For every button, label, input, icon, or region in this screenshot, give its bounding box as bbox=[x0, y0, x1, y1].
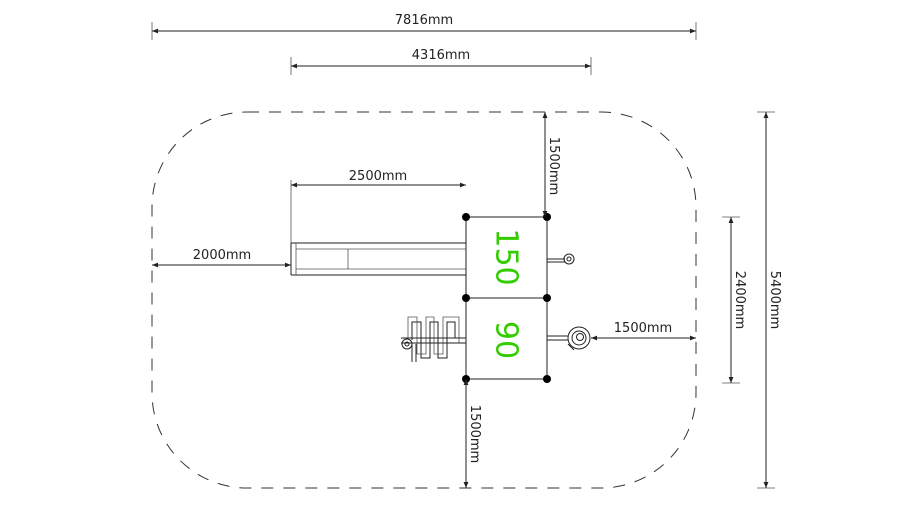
slide bbox=[290, 242, 466, 276]
structure-depth-label: 2400mm bbox=[732, 271, 747, 329]
dimension-inner-width: 4316mm bbox=[290, 48, 592, 75]
dimension-slide-length: 2500mm bbox=[290, 169, 466, 243]
left-clearance-label: 2000mm bbox=[193, 248, 251, 263]
safety-zone-outline bbox=[151, 111, 697, 489]
bottom-clearance-label: 1500mm bbox=[467, 405, 482, 463]
post-middle-right bbox=[543, 294, 551, 302]
post-top-left bbox=[462, 213, 470, 221]
overall-width-label: 7816mm bbox=[395, 13, 453, 28]
dimension-structure-depth: 2400mm bbox=[722, 216, 747, 384]
tower-lower-height: 90 bbox=[489, 321, 524, 359]
dimension-top-clearance: 1500mm bbox=[542, 112, 561, 217]
dimension-right-clearance: 1500mm bbox=[591, 321, 696, 341]
dimension-overall-depth: 5400mm bbox=[757, 111, 782, 489]
post-middle-left bbox=[462, 294, 470, 302]
slide-length-label: 2500mm bbox=[349, 169, 407, 184]
dimension-bottom-clearance: 1500mm bbox=[463, 379, 482, 488]
overall-depth-label: 5400mm bbox=[767, 271, 782, 329]
tower-upper-height: 150 bbox=[489, 228, 524, 285]
spiral-climber bbox=[547, 326, 591, 351]
top-clearance-label: 1500mm bbox=[546, 137, 561, 195]
dimension-left-clearance: 2000mm bbox=[152, 248, 291, 268]
dimension-overall-width: 7816mm bbox=[151, 13, 697, 40]
ladder-climber bbox=[401, 316, 466, 362]
inner-width-label: 4316mm bbox=[412, 48, 470, 63]
right-clearance-label: 1500mm bbox=[614, 321, 672, 336]
steering-wheel-accessory bbox=[547, 253, 575, 265]
post-bottom-right bbox=[543, 375, 551, 383]
post-top-right bbox=[543, 213, 551, 221]
